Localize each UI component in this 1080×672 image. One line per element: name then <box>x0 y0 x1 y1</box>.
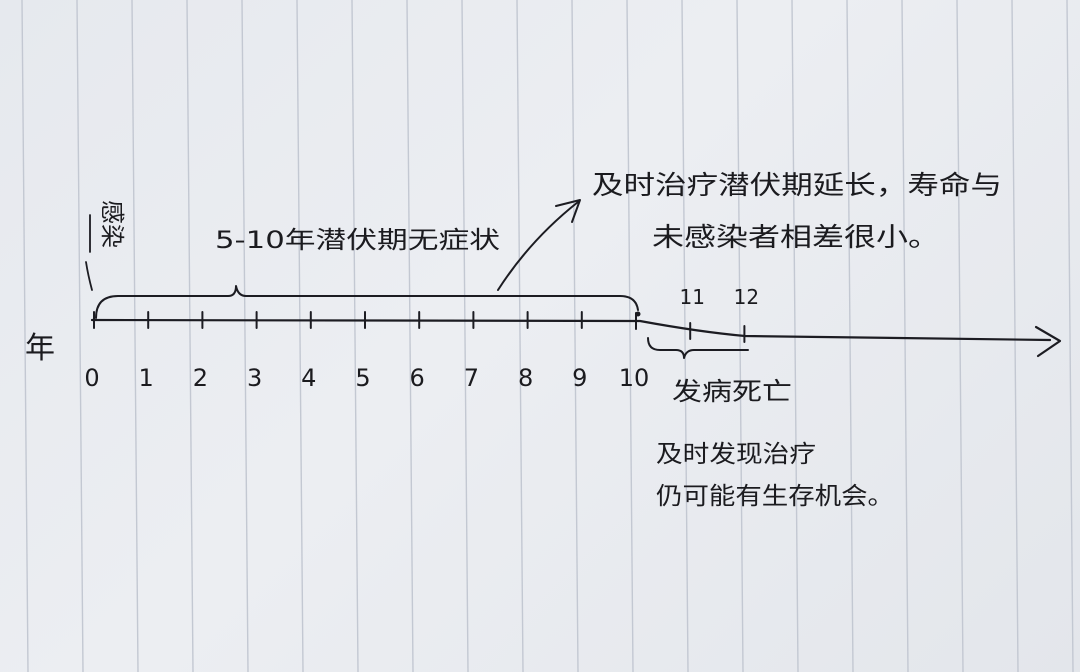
axis-tick-labels: 0 1 2 3 4 5 6 7 8 9 10 <box>84 364 649 392</box>
axis-tick-label: 7 <box>464 364 479 392</box>
axis-tick-label: 10 <box>619 364 650 392</box>
infection-label: 感染 <box>98 200 126 248</box>
axis-tick-label: 2 <box>193 364 208 392</box>
latency-label: 5-10年潜伏期无症状 <box>215 226 500 254</box>
axis-tick-label: 1 <box>139 364 154 392</box>
time-axis-line <box>90 318 1052 342</box>
treatment-arrowhead <box>555 199 581 223</box>
axis-upper-tick-labels: 11 12 <box>679 285 759 309</box>
treatment-note-line2: 未感染者相差很小。 <box>652 223 940 253</box>
axis-tick-label: 5 <box>355 364 370 392</box>
axis-upper-tick-label: 11 <box>679 285 704 309</box>
treatment-arrow <box>497 201 579 291</box>
axis-tick-label: 8 <box>518 364 533 392</box>
axis-tick-label: 4 <box>301 364 316 392</box>
late-treatment-line2: 仍可能有生存机会。 <box>656 482 894 510</box>
late-treatment-line1: 及时发现治疗 <box>656 440 816 468</box>
brace-end-dot <box>635 311 641 317</box>
axis-unit-label: 年 <box>25 331 55 366</box>
axis-tick-label: 6 <box>410 364 425 392</box>
axis-tick-label: 3 <box>247 364 262 392</box>
latency-brace <box>95 285 639 319</box>
axis-arrowhead <box>1034 325 1062 358</box>
axis-tick-label: 0 <box>84 364 99 392</box>
onset-brace <box>647 337 749 359</box>
treatment-note-line1: 及时治疗潜伏期延长，寿命与 <box>592 171 1002 201</box>
infection-pointer <box>85 214 93 291</box>
axis-ticks <box>93 311 746 343</box>
axis-upper-tick-label: 12 <box>734 285 759 309</box>
axis-tick-label: 9 <box>572 364 587 392</box>
onset-label: 发病死亡 <box>672 377 792 406</box>
